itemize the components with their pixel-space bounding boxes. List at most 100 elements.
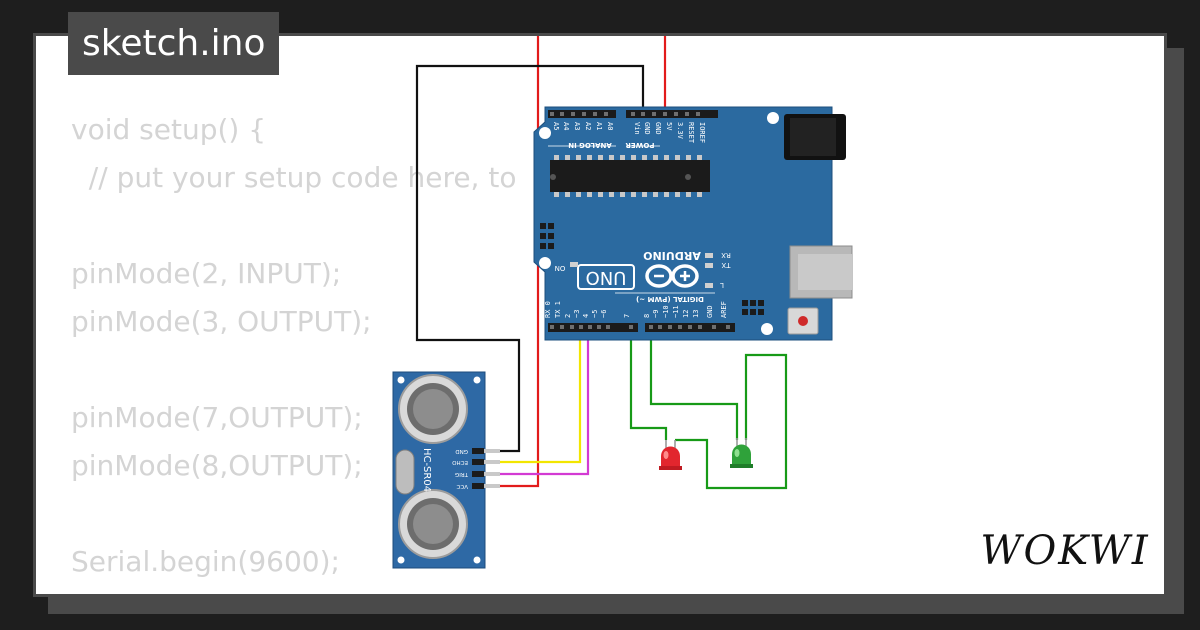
sensor-pin[interactable]	[484, 472, 500, 476]
chip-dot	[550, 174, 556, 180]
header-pin[interactable]	[674, 112, 678, 116]
header-pin[interactable]	[663, 112, 667, 116]
header-pin[interactable]	[597, 325, 601, 329]
chip-leg	[554, 155, 559, 160]
chip-leg	[642, 155, 647, 160]
top-pin-label: A4	[562, 122, 570, 130]
header-pin[interactable]	[649, 325, 653, 329]
chip-leg	[609, 192, 614, 197]
header-pin[interactable]	[606, 325, 610, 329]
sensor-pin[interactable]	[484, 449, 500, 453]
chip-leg	[686, 192, 691, 197]
header-pin[interactable]	[579, 325, 583, 329]
sensor-pin-housing	[472, 459, 484, 465]
file-tab[interactable]: sketch.ino	[68, 12, 280, 75]
header-pin[interactable]	[570, 325, 574, 329]
header-pin[interactable]	[688, 325, 692, 329]
bottom-pin-label: 7	[623, 314, 631, 318]
header-digital-low[interactable]	[548, 323, 638, 332]
header-pin[interactable]	[658, 325, 662, 329]
top-pin-label: RESET	[687, 122, 695, 144]
arduino-infinity-icon	[645, 264, 699, 288]
header-pin[interactable]	[604, 112, 608, 116]
sensor-pin[interactable]	[484, 460, 500, 464]
header-pin[interactable]	[652, 112, 656, 116]
l-led	[705, 283, 713, 288]
code-line: pinMode(8,OUTPUT);	[71, 449, 363, 482]
header-pin[interactable]	[593, 112, 597, 116]
rx-led-label: RX	[721, 251, 731, 259]
bottom-pin-label: ~11	[672, 305, 680, 318]
header-pin[interactable]	[550, 325, 554, 329]
chip-leg	[664, 155, 669, 160]
header-pins	[550, 325, 730, 329]
atmega-chip	[550, 160, 710, 192]
header-pin[interactable]	[571, 112, 575, 116]
icsp-pin	[540, 223, 546, 229]
top-pin-label: A0	[606, 122, 614, 130]
mount-hole	[539, 127, 551, 139]
green-led[interactable]	[730, 438, 753, 468]
tx-led	[705, 263, 713, 268]
bottom-pin-label: 4	[582, 314, 590, 318]
header-pin[interactable]	[668, 325, 672, 329]
reset-button-cap[interactable]	[798, 316, 808, 326]
header-pin[interactable]	[550, 112, 554, 116]
chip-dot	[685, 174, 691, 180]
header-pin[interactable]	[560, 325, 564, 329]
transducer-icon	[398, 374, 468, 444]
sensor-pin-housing	[472, 448, 484, 454]
chip-leg	[587, 155, 592, 160]
header-pin[interactable]	[629, 325, 633, 329]
header-pin[interactable]	[698, 325, 702, 329]
chip-leg	[642, 192, 647, 197]
wire-pin8-green[interactable]	[649, 330, 739, 440]
digital-label: DIGITAL (PWM ~)	[636, 295, 704, 303]
wire-echo-yellow[interactable]	[500, 330, 582, 464]
header-pin[interactable]	[712, 325, 716, 329]
top-pin-label: 5V	[665, 122, 673, 131]
sensor-pin-label: TRIG	[455, 471, 469, 477]
header-pin[interactable]	[560, 112, 564, 116]
sensor-pin-housing	[472, 483, 484, 489]
code-line: pinMode(7,OUTPUT);	[71, 401, 363, 434]
chip-leg	[653, 192, 658, 197]
header-pin[interactable]	[631, 112, 635, 116]
wokwi-logo: WOKWI	[980, 528, 1147, 574]
bottom-pin-label: AREF	[720, 301, 728, 318]
code-editor: void setup() { // put your setup code he…	[71, 106, 516, 586]
icsp-header	[540, 223, 554, 249]
chip-leg	[576, 155, 581, 160]
header-pin[interactable]	[641, 112, 645, 116]
chip-leg	[576, 192, 581, 197]
top-pin-label: 3.3V	[676, 122, 684, 140]
header-pins	[550, 112, 700, 116]
header-power[interactable]	[626, 110, 718, 118]
header-pin[interactable]	[678, 325, 682, 329]
wire-gnd-green[interactable]	[675, 353, 788, 490]
bottom-pin-label: ~6	[600, 310, 608, 318]
chip-leg	[653, 155, 658, 160]
wire-trig-magenta[interactable]	[500, 330, 590, 476]
sensor-mount-hole	[397, 376, 405, 384]
wire-gnd-black[interactable]	[415, 64, 645, 453]
wire-pin7-green[interactable]	[629, 330, 668, 440]
icsp-pin	[742, 309, 748, 315]
red-led-body	[661, 446, 680, 468]
top-pin-label: IOREF	[698, 122, 706, 143]
chip-leg	[598, 155, 603, 160]
header-pin[interactable]	[582, 112, 586, 116]
sensor-pin[interactable]	[484, 484, 500, 488]
chip-leg	[631, 155, 636, 160]
bottom-pin-label: ~5	[591, 310, 599, 318]
red-led[interactable]	[659, 440, 682, 470]
header-pin[interactable]	[696, 112, 700, 116]
header-pin[interactable]	[685, 112, 689, 116]
sensor-model-label: HC-SR04	[421, 448, 432, 492]
header-pin[interactable]	[726, 325, 730, 329]
top-pin-label: A2	[584, 122, 592, 130]
header-pin[interactable]	[588, 325, 592, 329]
